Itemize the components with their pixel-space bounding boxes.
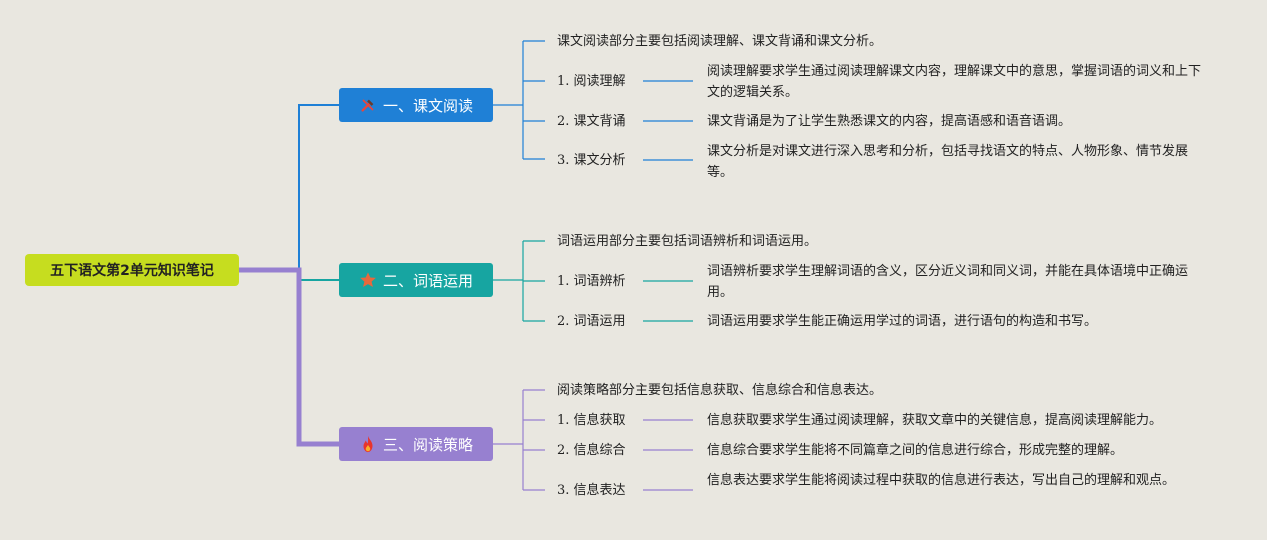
- branch-label: 一、课文阅读: [382, 96, 473, 115]
- connector-branch1-children: [493, 40, 545, 160]
- sub-node-desc: 信息获取要求学生通过阅读理解，获取文章中的关键信息，提高阅读理解能力。: [707, 413, 1163, 428]
- sub-node-label[interactable]: 3. 信息表达: [557, 483, 626, 498]
- connector-branch3-children: [493, 389, 545, 491]
- branch-node-reading[interactable]: 一、课文阅读: [339, 88, 493, 122]
- sub-node-label[interactable]: 2. 课文背诵: [557, 114, 626, 129]
- sub-node-desc: 课文分析是对课文进行深入思考和分析，包括寻找语文的特点、人物形象、情节发展等。: [707, 144, 1189, 180]
- branch-summary: 课文阅读部分主要包括阅读理解、课文背诵和课文分析。: [557, 34, 883, 49]
- sub-node-desc: 词语辨析要求学生理解词语的含义，区分近义词和同义词，并能在具体语境中正确运用。: [707, 264, 1189, 300]
- tools-icon: [361, 99, 374, 112]
- branch-summary: 阅读策略部分主要包括信息获取、信息综合和信息表达。: [557, 383, 883, 398]
- root-node[interactable]: 五下语文第2单元知识笔记: [25, 254, 239, 286]
- branch-node-strategy[interactable]: 三、阅读策略: [339, 427, 493, 461]
- sub-node-desc: 信息表达要求学生能将阅读过程中获取的信息进行表达，写出自己的理解和观点。: [707, 473, 1176, 488]
- sub-node-desc: 信息综合要求学生能将不同篇章之间的信息进行综合，形成完整的理解。: [707, 443, 1124, 458]
- sub-node-desc: 课文背诵是为了让学生熟悉课文的内容，提高语感和语音语调。: [707, 114, 1072, 129]
- sub-node-desc: 阅读理解要求学生通过阅读理解课文内容，理解课文中的意思，掌握词语的词义和上下文的…: [707, 64, 1202, 100]
- connector-root-branch3: [239, 267, 339, 447]
- sub-node-label[interactable]: 2. 词语运用: [557, 314, 626, 329]
- connector-root-branch1: [239, 104, 339, 271]
- sub-node-label[interactable]: 3. 课文分析: [557, 153, 626, 168]
- connector-branch1-details: [643, 80, 693, 161]
- sub-node-label[interactable]: 1. 词语辨析: [557, 274, 626, 289]
- connector-branch2-details: [643, 280, 693, 322]
- connector-branch2-children: [493, 240, 545, 322]
- sub-node-label[interactable]: 2. 信息综合: [557, 443, 626, 458]
- sub-node-label[interactable]: 1. 信息获取: [557, 413, 626, 428]
- branch-summary: 词语运用部分主要包括词语辨析和词语运用。: [557, 234, 818, 249]
- branch-label: 三、阅读策略: [382, 435, 473, 454]
- branch-node-vocabulary[interactable]: 二、词语运用: [339, 263, 493, 297]
- sub-node-label[interactable]: 1. 阅读理解: [557, 74, 626, 89]
- fire-icon: [363, 435, 373, 453]
- star-icon: [360, 272, 376, 288]
- branch-label: 二、词语运用: [382, 271, 473, 290]
- sub-node-desc: 词语运用要求学生能正确运用学过的词语，进行语句的构造和书写。: [707, 314, 1098, 329]
- connector-branch3-details: [643, 419, 693, 491]
